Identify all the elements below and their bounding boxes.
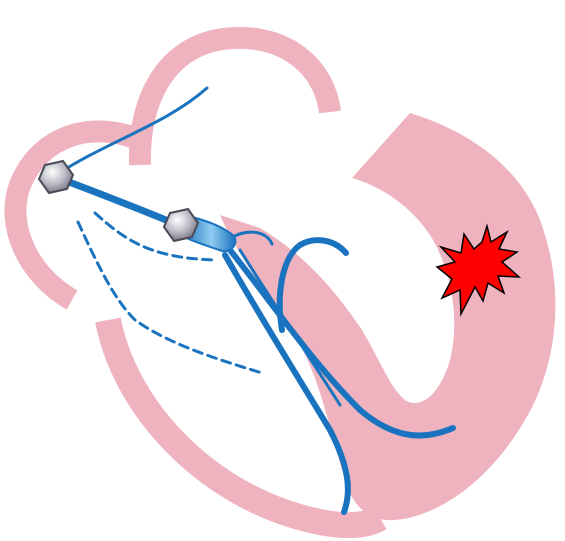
sa-node — [39, 161, 73, 193]
left-atrium-wall — [140, 38, 330, 165]
left-ventricle-wall — [220, 113, 555, 520]
right-atrium-wall — [15, 131, 140, 300]
av-node — [164, 209, 198, 241]
internodal-pathway — [56, 177, 178, 225]
heart-walls — [15, 38, 380, 525]
